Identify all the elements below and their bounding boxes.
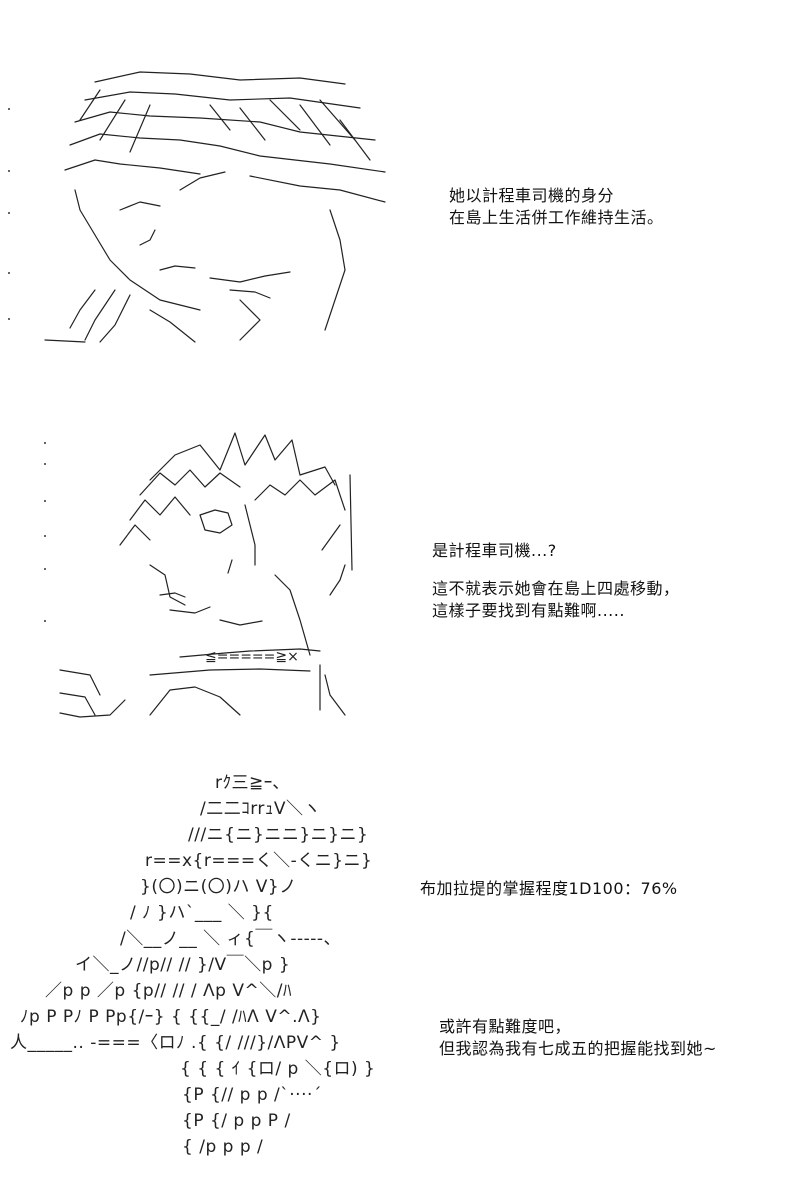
art-glyph-line: rｸ三≧ｰ､: [215, 773, 282, 793]
art-glyph-line: ﾉp P Pﾉ P Pp{/ｰ} { {{_/ /ﾊΛ V^.Λ}: [20, 1007, 321, 1027]
caption-line: 在島上生活併工作維持生活。: [449, 208, 664, 227]
art-glyph-line: ／p p ／p {p// // / Λp V^＼/ﾊ: [45, 981, 292, 1001]
caption-line: 是計程車司機...?: [432, 541, 557, 560]
caption-line: 這不就表示她會在島上四處移動，: [432, 579, 680, 598]
character-illustration-3: rｸ三≧ｰ､ /二二ｺrrｭV＼ヽ ///ニ{ニ}ニニ}ニ}ニ} r==x{r===く…: [10, 773, 375, 1157]
panel-3: rｸ三≧ｰ､ /二二ｺrrｭV＼ヽ ///ニ{ニ}ニニ}ニ}ニ} r==x{r===く…: [0, 760, 800, 1180]
panel-2: ≦=====≧× 是計程車司機...? 這不就表示她會在島上四處移動， 這樣子要…: [0, 425, 800, 725]
art-glyph-line: 人_____.. -===〈ロﾉ .{ {/ ///}/ΛPV^ }: [10, 1033, 341, 1053]
svg-text:≦=====≧×: ≦=====≧×: [205, 649, 299, 665]
character-illustration-2: ≦=====≧×: [59, 432, 353, 718]
caption-panel-3-top: 布加拉提的掌握程度1D100：76%: [420, 878, 678, 900]
art-glyph-line: イ＼_ノ//p// // }/V￣＼p }: [75, 955, 290, 975]
panel-1: 她以計程車司機的身分 在島上生活併工作維持生活。: [0, 60, 800, 360]
art-glyph-line: r==x{r===く＼-くニ}ニ}: [145, 851, 372, 871]
art-glyph-line: }(〇)ニ(〇)ハ V}ノ: [140, 877, 297, 897]
caption-line: 她以計程車司機的身分: [449, 186, 615, 205]
art-glyph-line: ///ニ{ニ}ニニ}ニ}ニ}: [188, 825, 368, 845]
art-glyph-line: / ﾉ }ハ`___ ＼ }{: [130, 903, 274, 923]
caption-line: 這樣子要找到有點難啊.....: [432, 601, 625, 620]
caption-panel-3-bottom: 或許有點難度吧， 但我認為我有七成五的把握能找到她~: [439, 1016, 717, 1060]
character-illustration-1: [44, 71, 386, 343]
art-glyph-line: {P {// p p /`····´: [182, 1085, 322, 1105]
caption-line: 布加拉提的掌握程度1D100：76%: [420, 879, 678, 898]
art-glyph-line: { /p p p /: [182, 1137, 263, 1157]
caption-panel-1: 她以計程車司機的身分 在島上生活併工作維持生活。: [449, 185, 664, 229]
caption-line: 但我認為我有七成五的把握能找到她~: [439, 1039, 717, 1058]
caption-line: 或許有點難度吧，: [439, 1017, 572, 1036]
art-glyph-line: /二二ｺrrｭV＼ヽ: [200, 799, 321, 819]
art-glyph-line: { { { ｲ {ロ/ p ＼{ロ) }: [180, 1059, 375, 1079]
art-glyph-line: /＼__ノ__ ＼ ィ{￣ヽ-----、: [120, 929, 341, 949]
art-glyph-line: {P {/ p p P /: [182, 1111, 291, 1131]
caption-panel-2: 是計程車司機...? 這不就表示她會在島上四處移動， 這樣子要找到有點難啊...…: [432, 540, 680, 622]
